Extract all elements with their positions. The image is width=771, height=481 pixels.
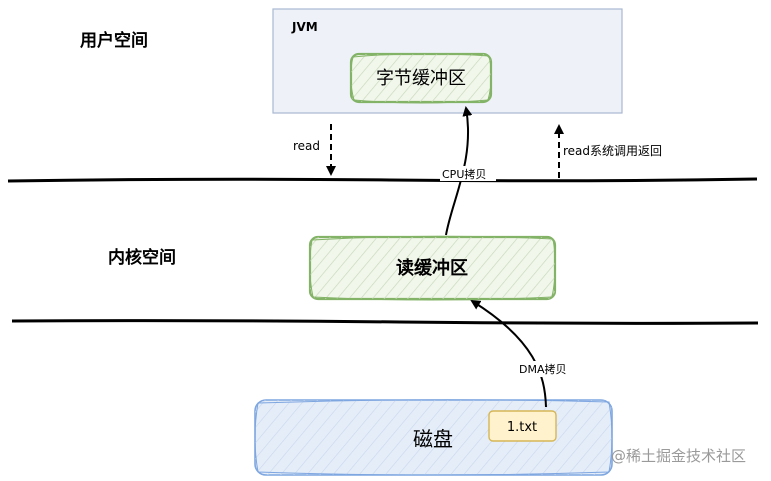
disk-label: 磁盘 (413, 427, 453, 451)
byte-buffer-box: 字节缓冲区 (349, 52, 493, 104)
user-kernel-boundary-line (7, 177, 758, 183)
read-return-label: read系统调用返回 (563, 144, 662, 158)
kernel-disk-boundary-line (11, 319, 759, 325)
file-box: 1.txt (488, 410, 557, 442)
watermark-text: @稀土掘金技术社区 (611, 447, 746, 465)
disk-box: 磁盘 (254, 399, 613, 476)
dma-copy-label: DMA拷贝 (519, 362, 567, 376)
user-space-label: 用户空间 (80, 30, 148, 51)
cpu-copy-label: CPU拷贝 (442, 167, 486, 181)
dma-copy-arrow (470, 299, 547, 408)
jvm-title: JVM (291, 20, 318, 34)
file-label: 1.txt (507, 420, 537, 435)
read-buffer-label: 读缓冲区 (396, 257, 468, 279)
read-label: read (293, 139, 320, 153)
kernel-space-label: 内核空间 (108, 247, 176, 268)
read-buffer-box: 读缓冲区 (308, 235, 557, 301)
byte-buffer-label: 字节缓冲区 (376, 68, 466, 89)
